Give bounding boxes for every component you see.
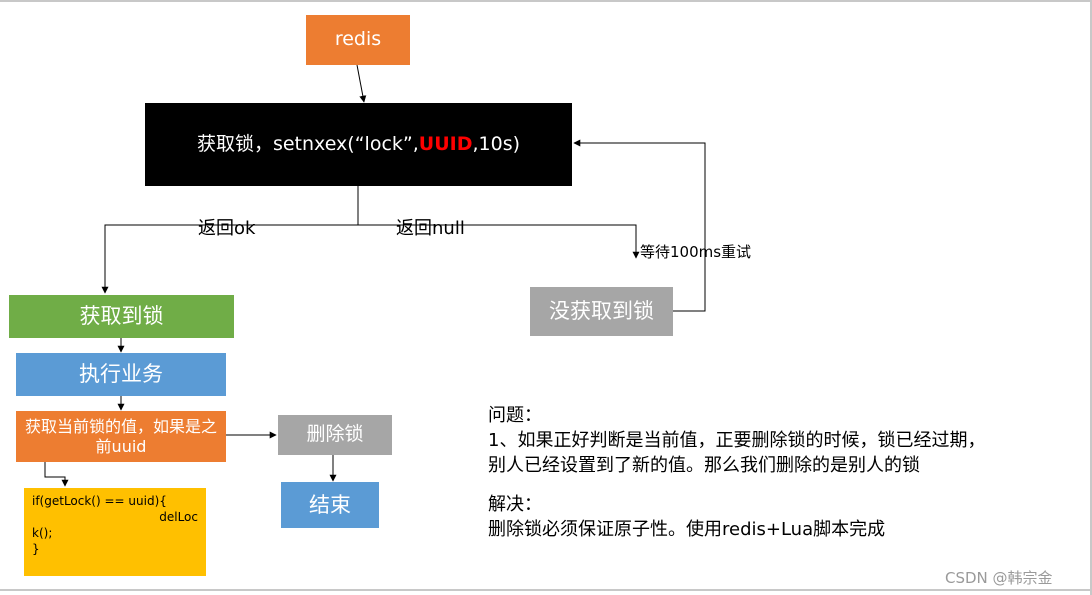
- problem-title: 问题：: [488, 405, 542, 426]
- arrow-return-ok: [101, 224, 358, 294]
- solution-title: 解决：: [488, 494, 542, 515]
- problem-line-2: 别人已经设置到了新的值。那么我们删除的是别人的锁: [488, 455, 920, 476]
- execute-label: 执行业务: [79, 362, 163, 387]
- redis-node: redis: [306, 15, 410, 65]
- acquire-lock-text: 获取锁，setnxex(“lock”,UUID,10s): [197, 133, 520, 157]
- not-acquired-node: 没获取到锁: [530, 287, 673, 336]
- acquire-suffix: ,10s): [472, 132, 521, 155]
- arrow-redis-to-setnx: [356, 64, 367, 103]
- delete-lock-node: 删除锁: [278, 415, 392, 455]
- arrow-getvalue-to-code: [44, 462, 69, 487]
- acquire-lock-node: 获取锁，setnxex(“lock”,UUID,10s): [145, 103, 572, 186]
- solution-text: 删除锁必须保证原子性。使用redis+Lua脚本完成: [488, 519, 886, 540]
- delete-lock-label: 删除锁: [306, 423, 364, 446]
- bottom-border: [0, 589, 1092, 591]
- arrow-return-null: [358, 224, 640, 259]
- wait-retry-label: 等待100ms重试: [640, 243, 752, 261]
- code-line-2: delLoc: [159, 510, 198, 524]
- code-line-1: if(getLock() == uuid){: [32, 494, 167, 508]
- arrow-retry-loop: [573, 139, 706, 312]
- return-null-label: 返回null: [396, 218, 465, 239]
- get-value-node: 获取当前锁的值，如果是之前uuid: [16, 411, 226, 462]
- code-line-3: k();: [32, 526, 53, 540]
- get-value-label: 获取当前锁的值，如果是之前uuid: [24, 416, 217, 456]
- top-border: [0, 0, 1092, 2]
- code-snippet: if(getLock() == uuid){ delLoc k(); }: [24, 488, 206, 576]
- acquire-prefix: 获取锁，setnxex(“lock”,: [196, 132, 419, 155]
- redis-label: redis: [334, 28, 382, 51]
- notes-spacer: [488, 478, 985, 492]
- execute-node: 执行业务: [16, 353, 226, 396]
- not-acquired-label: 没获取到锁: [549, 299, 654, 324]
- acquire-uuid: UUID: [418, 132, 473, 155]
- acquired-node: 获取到锁: [9, 295, 234, 338]
- acquired-label: 获取到锁: [79, 304, 164, 329]
- watermark: CSDN @韩宗金: [945, 569, 1053, 587]
- notes: 问题： 1、如果正好判断是当前值，正要删除锁的时候，锁已经过期， 别人已经设置到…: [488, 403, 985, 542]
- end-node: 结束: [281, 482, 379, 528]
- end-label: 结束: [309, 492, 351, 517]
- code-line-4: }: [32, 542, 40, 556]
- return-ok-label: 返回ok: [198, 218, 256, 239]
- right-border: [1090, 0, 1092, 595]
- problem-line-1: 1、如果正好判断是当前值，正要删除锁的时候，锁已经过期，: [488, 430, 986, 451]
